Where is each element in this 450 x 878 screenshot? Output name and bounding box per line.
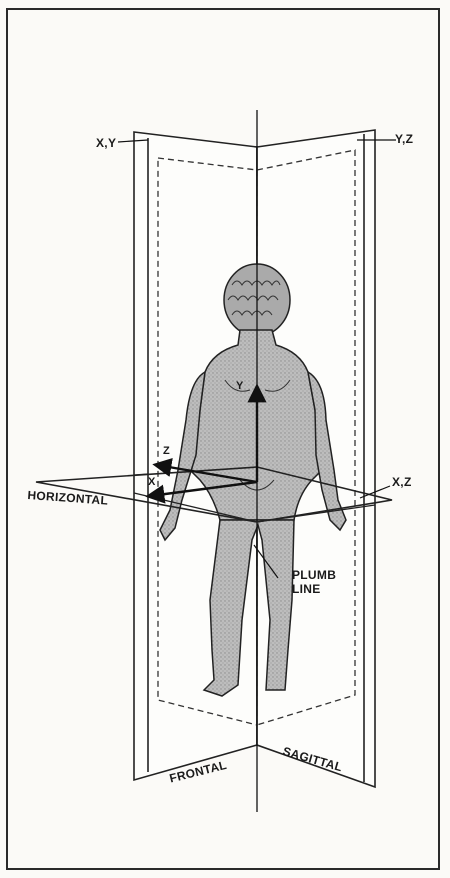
label-xy: X,Y	[96, 136, 116, 150]
label-xz: X,Z	[392, 475, 412, 489]
axis-label-y: Y	[236, 380, 244, 392]
axis-label-z: Z	[163, 445, 170, 457]
axis-label-x: X	[148, 476, 156, 488]
label-yz: Y,Z	[395, 132, 413, 146]
label-plumb-line: PLUMB LINE	[292, 568, 336, 596]
